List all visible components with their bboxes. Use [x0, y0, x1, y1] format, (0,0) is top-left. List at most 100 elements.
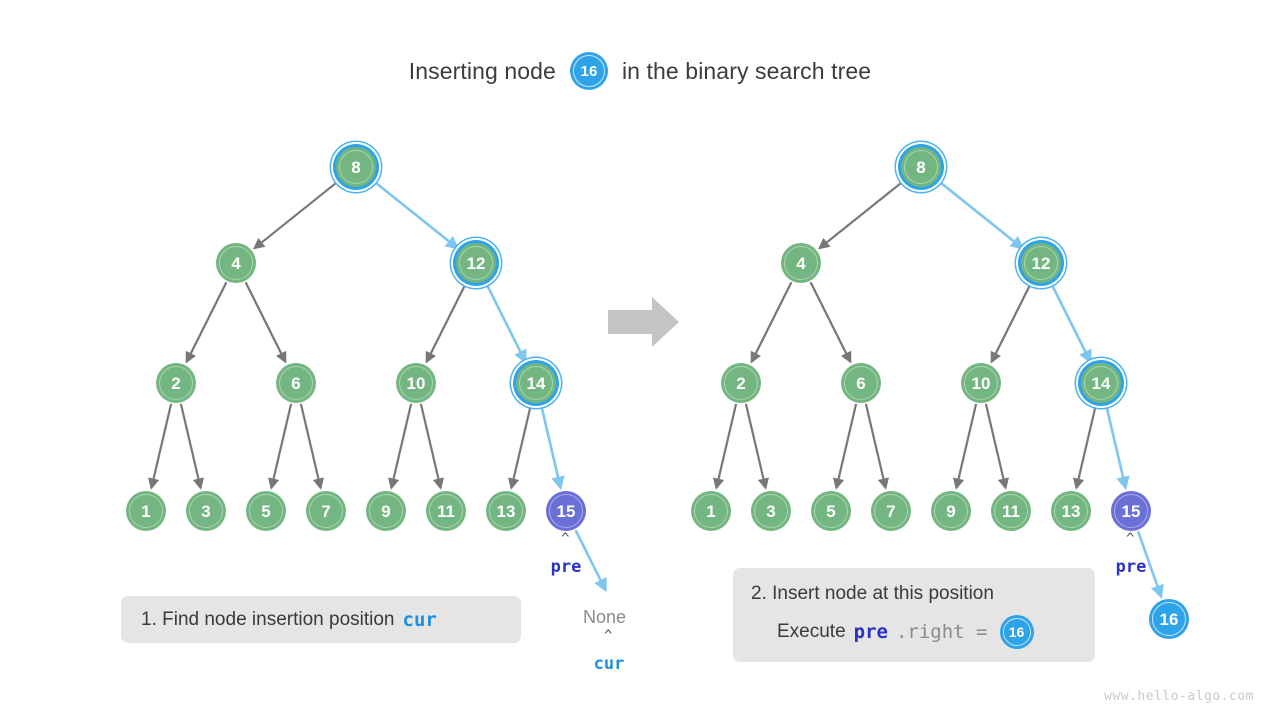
node-label: 10 [971, 373, 991, 393]
step-arrow-icon [608, 297, 679, 347]
tree-node-16: 16 [1149, 599, 1189, 639]
edge-group-left [148, 179, 607, 593]
node-label: 16 [1159, 609, 1179, 629]
title-suffix: in the binary search tree [621, 57, 872, 84]
node-label: 14 [526, 373, 546, 393]
node-label: 7 [321, 501, 331, 521]
tree-edge-6-to-5 [268, 403, 293, 490]
title-prefix: Inserting node [408, 57, 556, 84]
tree-node-15: 15 [1111, 491, 1151, 531]
tree-edge-4-to-2 [750, 281, 793, 364]
tree-edge-8-to-4 [253, 179, 340, 250]
node-label: 11 [437, 501, 455, 521]
tree-edge-8-to-4 [818, 179, 905, 250]
tree-edge-14-to-15 [539, 403, 565, 491]
node-label: 4 [796, 253, 806, 273]
node-label: 9 [946, 501, 956, 521]
tree-node-6: 6 [276, 363, 316, 403]
caption-step-2-line1: 2. Insert node at this position [751, 583, 994, 604]
tree-edge-10-to-11 [419, 403, 444, 490]
node-label: 12 [466, 253, 486, 273]
tree-edge-10-to-9 [953, 403, 978, 490]
tree-edge-12-to-14 [484, 281, 527, 364]
tree-edge-12-to-14 [1049, 281, 1092, 364]
node-label: 8 [351, 157, 361, 177]
caption-step-1-code: cur [402, 608, 437, 631]
watermark: www.hello-algo.com [1104, 689, 1254, 704]
node-label: 15 [1121, 501, 1141, 521]
tree-node-9: 9 [366, 491, 406, 531]
pre-caret-left: ^ [561, 531, 570, 547]
tree-node-2: 2 [156, 363, 196, 403]
tree-node-1: 1 [691, 491, 731, 531]
caption-step-2-line2: Execute pre .right = 16 [751, 615, 1095, 649]
caption-step-2-node-badge-label: 16 [1008, 624, 1025, 640]
tree-edge-2-to-3 [744, 403, 769, 490]
node-label: 14 [1091, 373, 1111, 393]
node-label: 4 [231, 253, 241, 273]
tree-node-7: 7 [306, 491, 346, 531]
tree-node-10: 10 [396, 363, 436, 403]
node-label: 8 [916, 157, 926, 177]
tree-node-5: 5 [246, 491, 286, 531]
tree-node-12: 12 [1021, 243, 1061, 283]
tree-edge-10-to-11 [984, 403, 1009, 490]
none-label-left: None [583, 607, 627, 627]
node-label: 12 [1031, 253, 1051, 273]
node-label: 10 [406, 373, 426, 393]
caption-step-2-code-object: pre [853, 621, 888, 643]
tree-node-14: 14 [1081, 363, 1121, 403]
tree-node-9: 9 [931, 491, 971, 531]
node-label: 3 [766, 501, 776, 521]
tree-edge-14-to-15 [1104, 403, 1130, 491]
tree-node-5: 5 [811, 491, 851, 531]
node-label: 1 [706, 501, 716, 521]
tree-edge-10-to-9 [388, 403, 413, 490]
node-label: 7 [886, 501, 896, 521]
tree-edge-12-to-10 [990, 281, 1033, 364]
tree-edge-2-to-3 [179, 403, 204, 490]
tree-edge-6-to-7 [299, 403, 324, 490]
title-node-badge-label: 16 [580, 62, 598, 80]
tree-node-10: 10 [961, 363, 1001, 403]
tree-node-14: 14 [516, 363, 556, 403]
title-node-badge: 16 [569, 52, 608, 90]
tree-node-2: 2 [721, 363, 761, 403]
tree-node-4: 4 [781, 243, 821, 283]
tree-node-13: 13 [1051, 491, 1091, 531]
cur-caret-left: ^ [604, 628, 613, 644]
tree-edge-15-to-16 [1136, 530, 1164, 599]
caption-step-2-prefix: Execute [777, 621, 846, 642]
node-label: 6 [291, 373, 301, 393]
tree-node-3: 3 [751, 491, 791, 531]
node-label: 1 [141, 501, 151, 521]
tree-node-6: 6 [841, 363, 881, 403]
tree-edge-4-to-6 [244, 281, 287, 364]
node-label: 2 [736, 373, 746, 393]
tree-node-13: 13 [486, 491, 526, 531]
tree-edge-14-to-13 [1073, 403, 1098, 490]
node-label: 6 [856, 373, 866, 393]
node-label: 13 [496, 501, 516, 521]
edge-group-right [713, 179, 1164, 599]
tree-node-8: 8 [901, 147, 941, 187]
caption-step-2-node-badge: 16 [999, 615, 1034, 649]
node-label: 2 [171, 373, 181, 393]
tree-edge-4-to-2 [185, 281, 228, 364]
tree-edge-8-to-12 [371, 179, 460, 250]
node-label: 11 [1002, 501, 1020, 521]
tree-edge-12-to-10 [425, 281, 468, 364]
node-label: 5 [826, 501, 836, 521]
tree-edge-4-to-6 [809, 281, 852, 364]
tree-node-12: 12 [456, 243, 496, 283]
node-label: 15 [556, 501, 576, 521]
tree-edge-2-to-1 [148, 403, 173, 490]
tree-node-15: 15 [546, 491, 586, 531]
tree-node-11: 11 [426, 491, 466, 531]
node-label: 9 [381, 501, 391, 521]
caption-step-2-code-attr: .right = [895, 621, 988, 643]
pointer-label-cur-left: cur [593, 654, 625, 674]
tree-node-7: 7 [871, 491, 911, 531]
node-label: 5 [261, 501, 271, 521]
